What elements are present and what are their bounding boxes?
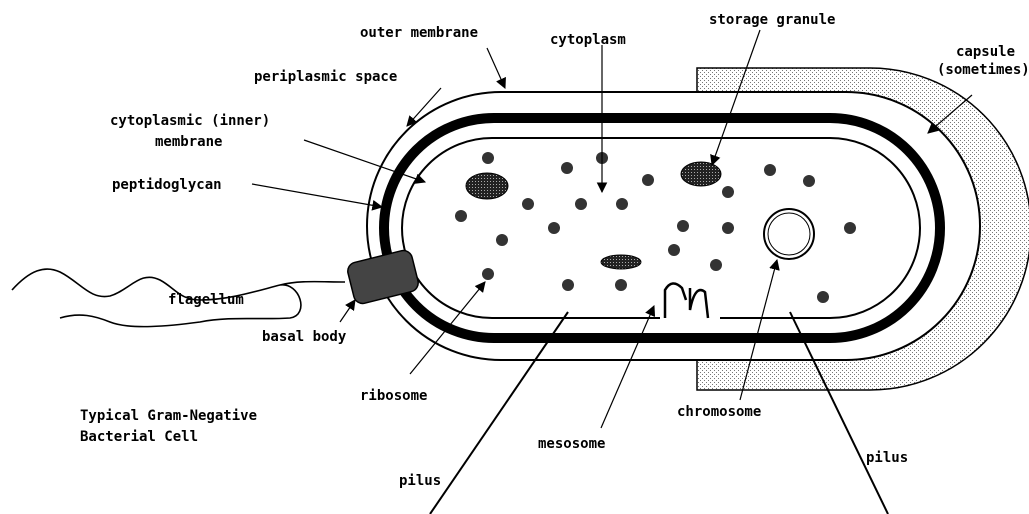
label-storage-granule: storage granule [709, 12, 835, 28]
label-capsule: capsule [956, 44, 1015, 60]
label-peptidoglycan: peptidoglycan [112, 177, 222, 193]
mesosome [660, 275, 720, 319]
chromosome [764, 209, 814, 259]
storage-granule-left [466, 173, 508, 199]
caption-line-2: Bacterial Cell [80, 429, 198, 445]
label-cytoplasm: cytoplasm [550, 32, 626, 48]
label-outer-membrane: outer membrane [360, 25, 478, 41]
caption-line-1: Typical Gram-Negative [80, 408, 257, 424]
label-chromosome: chromosome [677, 404, 761, 420]
storage-granule-right [681, 162, 721, 186]
label-pilus-left: pilus [399, 473, 441, 489]
label-cytoplasmic-membrane: cytoplasmic (inner) [110, 113, 270, 129]
label-periplasmic-space: periplasmic space [254, 69, 397, 85]
label-mesosome: mesosome [538, 436, 605, 452]
label-pilus-right: pilus [866, 450, 908, 466]
label-basal-body: basal body [262, 329, 347, 345]
granule-center [601, 255, 641, 269]
label-cytoplasmic-membrane-2: membrane [155, 134, 222, 150]
label-ribosome: ribosome [360, 388, 427, 404]
label-capsule-sometimes: (sometimes) [937, 62, 1029, 78]
label-flagellum: flagellum [168, 292, 244, 308]
